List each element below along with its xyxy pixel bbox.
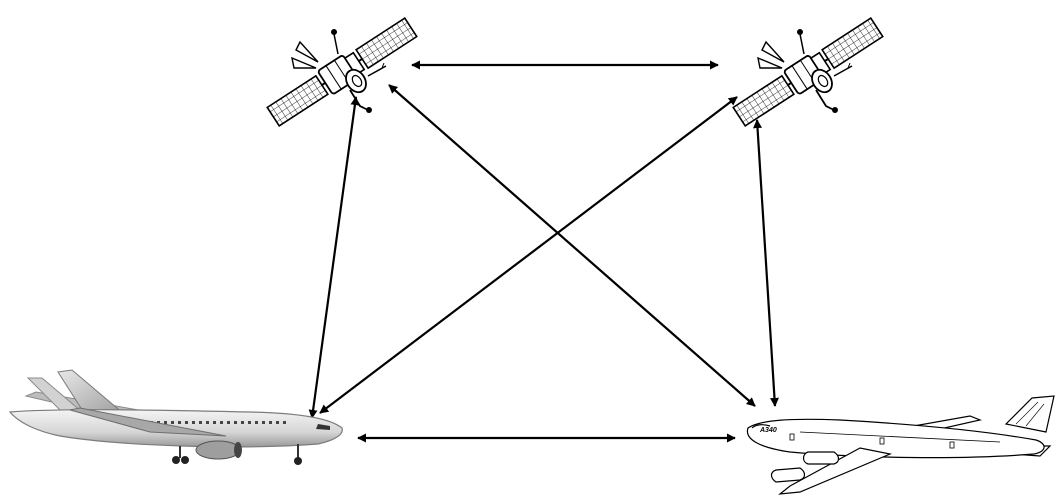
airliner-left-icon	[10, 370, 342, 465]
arrow-sat-right-plane-right	[757, 120, 775, 406]
arrow-sat-left-plane-right	[389, 85, 755, 406]
satellite-right-icon	[733, 18, 883, 126]
arrow-sat-right-plane-left	[320, 97, 737, 413]
airliner-right-icon: A340	[747, 396, 1054, 494]
link-arrows	[312, 65, 775, 438]
arrow-sat-left-plane-left	[312, 97, 356, 418]
satellite-left-icon	[267, 18, 417, 126]
aircraft-type-label: A340	[759, 427, 777, 434]
